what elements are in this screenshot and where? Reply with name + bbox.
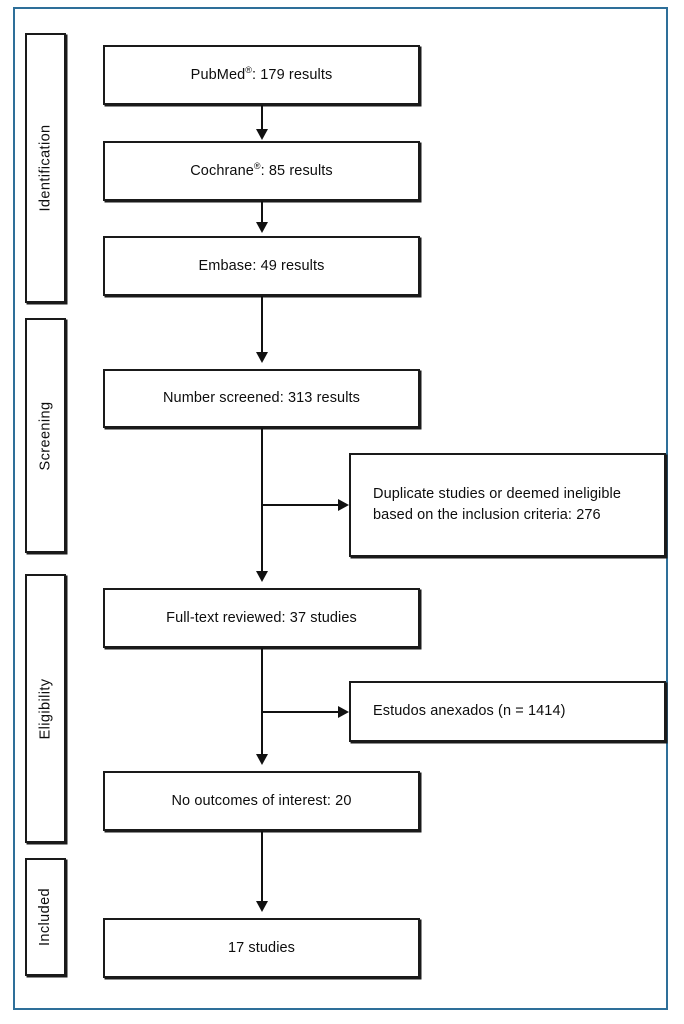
stage-box-eligibility: Eligibility [25, 574, 66, 843]
stage-box-screening: Screening [25, 318, 66, 553]
connector-fulltext-to-no-outcomes [261, 648, 263, 755]
connector-screened-to-fulltext [261, 428, 263, 572]
registered-mark-icon: ® [245, 64, 253, 75]
connector-fulltext-to-annexed [262, 711, 340, 713]
stage-label-included: Included [37, 887, 54, 947]
node-full-text-reviewed-label: Full-text reviewed: 37 studies [166, 609, 357, 626]
node-estudos-anexados: Estudos anexados (n = 1414) [349, 681, 666, 742]
connector-pubmed-to-cochrane [261, 105, 263, 130]
node-number-screened-label: Number screened: 313 results [162, 390, 361, 407]
node-included-studies: 17 studies [103, 918, 420, 978]
arrowhead-screened-to-fulltext-icon [256, 571, 268, 582]
node-pubmed: PubMed®: 179 results [103, 45, 420, 105]
arrowhead-screened-to-duplicates-icon [338, 499, 349, 511]
connector-screened-to-duplicates [262, 504, 340, 506]
stage-label-identification: Identification [37, 124, 54, 212]
node-pubmed-label: PubMed®: 179 results [179, 65, 345, 86]
connector-cochrane-to-embase [261, 201, 263, 223]
node-number-screened: Number screened: 313 results [103, 369, 420, 428]
node-estudos-anexados-label: Estudos anexados (n = 1414) [373, 703, 566, 720]
connector-embase-to-screened [261, 296, 263, 353]
connector-no-outcomes-to-included [261, 831, 263, 903]
node-no-outcomes: No outcomes of interest: 20 [103, 771, 420, 831]
node-cochrane-text-after: : 85 results [260, 162, 333, 179]
registered-mark-icon: ® [253, 160, 261, 171]
arrowhead-pubmed-to-cochrane-icon [256, 129, 268, 140]
node-cochrane-text-before: Cochrane [190, 162, 254, 179]
node-embase: Embase: 49 results [103, 236, 420, 296]
node-cochrane: Cochrane®: 85 results [103, 141, 420, 201]
arrowhead-cochrane-to-embase-icon [256, 222, 268, 233]
arrowhead-fulltext-to-annexed-icon [338, 706, 349, 718]
node-no-outcomes-label: No outcomes of interest: 20 [171, 792, 352, 809]
node-pubmed-text-before: PubMed [190, 66, 246, 83]
node-pubmed-text-after: : 179 results [252, 66, 333, 83]
node-duplicate-studies-label: Duplicate studies or deemed ineligible b… [373, 486, 622, 523]
arrowhead-embase-to-screened-icon [256, 352, 268, 363]
node-full-text-reviewed: Full-text reviewed: 37 studies [103, 588, 420, 648]
node-duplicate-studies: Duplicate studies or deemed ineligible b… [349, 453, 666, 557]
arrowhead-fulltext-to-no-outcomes-icon [256, 754, 268, 765]
arrowhead-no-outcomes-to-included-icon [256, 901, 268, 912]
stage-label-screening: Screening [37, 401, 54, 470]
stage-box-identification: Identification [25, 33, 66, 303]
stage-label-eligibility: Eligibility [37, 678, 54, 739]
stage-box-included: Included [25, 858, 66, 976]
node-embase-label: Embase: 49 results [198, 257, 325, 274]
node-included-studies-label: 17 studies [227, 939, 296, 956]
node-cochrane-label: Cochrane®: 85 results [178, 161, 345, 182]
